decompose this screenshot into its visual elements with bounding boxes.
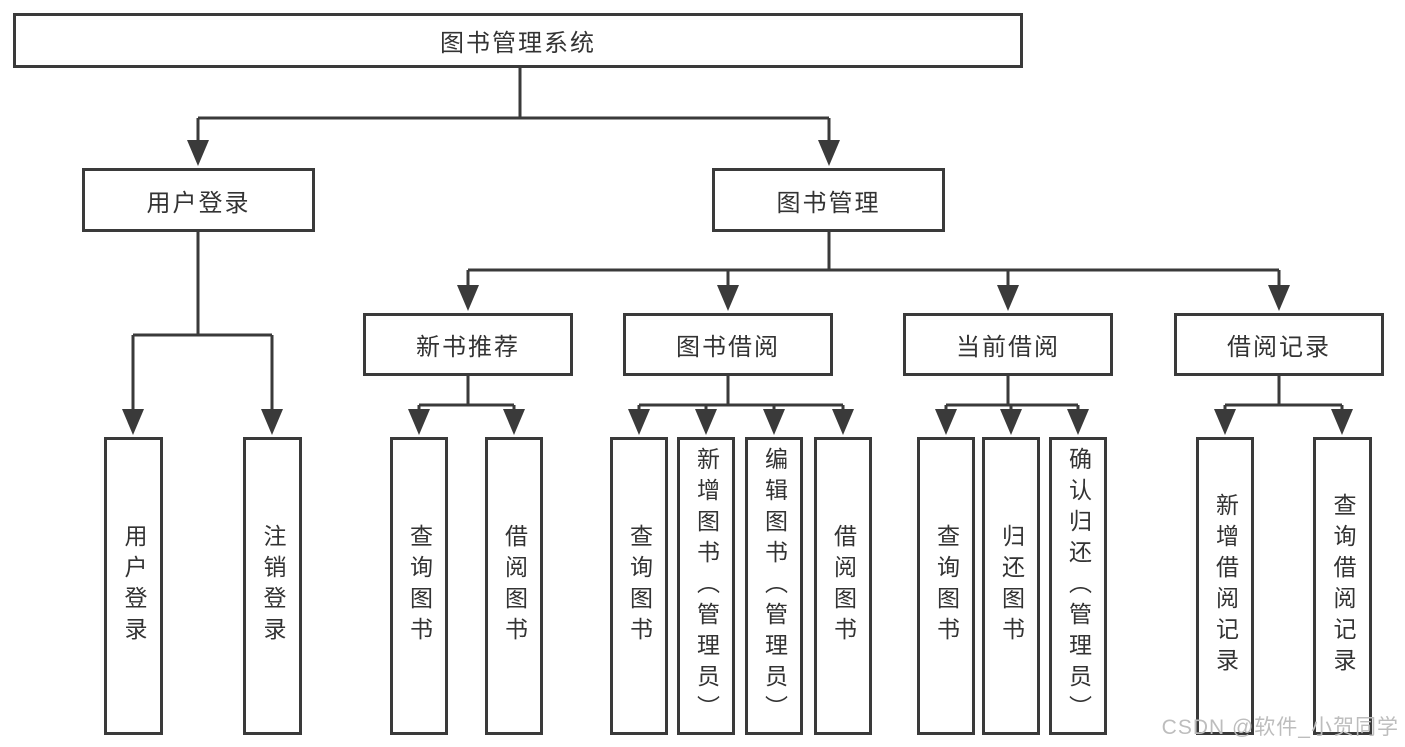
leaf-query-books-borrow: 查询图书 — [610, 437, 668, 735]
leaf-label: 编辑图书（管理员） — [761, 446, 788, 726]
leaf-label: 注销登录 — [260, 524, 286, 648]
leaf-label: 查询图书 — [406, 524, 433, 648]
leaf-label: 查询图书 — [626, 524, 653, 648]
node-library-system: 图书管理系统 — [13, 13, 1023, 68]
csdn-watermark: CSDN @软件_小贺同学 — [1161, 716, 1399, 739]
leaf-query-books-current: 查询图书 — [917, 437, 975, 735]
leaf-add-borrow-record: 新增借阅记录 — [1196, 437, 1254, 735]
node-label: 图书管理系统 — [440, 30, 596, 57]
node-current-borrow: 当前借阅 — [903, 313, 1113, 376]
leaf-label: 查询借阅记录 — [1330, 493, 1356, 679]
leaf-edit-book-admin: 编辑图书（管理员） — [745, 437, 803, 735]
node-book-management: 图书管理 — [712, 168, 945, 232]
leaf-query-books-recommend: 查询图书 — [390, 437, 448, 735]
leaf-borrow-books-recommend: 借阅图书 — [485, 437, 543, 735]
leaf-label: 新增图书（管理员） — [693, 446, 720, 726]
leaf-label: 借阅图书 — [830, 524, 857, 648]
connector-segments — [131, 68, 1344, 411]
leaf-borrow-books: 借阅图书 — [814, 437, 872, 735]
leaf-user-login: 用户登录 — [104, 437, 163, 735]
leaf-query-borrow-record: 查询借阅记录 — [1313, 437, 1372, 735]
node-user-login: 用户登录 — [82, 168, 315, 232]
leaf-label: 借阅图书 — [501, 524, 528, 648]
node-label: 借阅记录 — [1227, 334, 1331, 361]
node-label: 当前借阅 — [956, 334, 1060, 361]
node-label: 用户登录 — [146, 189, 251, 217]
node-label: 图书管理 — [776, 189, 881, 217]
leaf-label: 归还图书 — [998, 524, 1025, 648]
node-label: 新书推荐 — [416, 334, 520, 361]
node-borrow-records: 借阅记录 — [1174, 313, 1384, 376]
node-book-borrow: 图书借阅 — [623, 313, 833, 376]
leaf-logout: 注销登录 — [243, 437, 302, 735]
leaf-label: 新增借阅记录 — [1212, 493, 1239, 679]
leaf-return-book: 归还图书 — [982, 437, 1040, 735]
arrowheads — [122, 140, 1353, 435]
leaf-label: 查询图书 — [933, 524, 960, 648]
leaf-label: 确认归还（管理员） — [1065, 446, 1092, 726]
leaf-add-book-admin: 新增图书（管理员） — [677, 437, 735, 735]
node-label: 图书借阅 — [676, 334, 780, 361]
node-new-book-recommend: 新书推荐 — [363, 313, 573, 376]
leaf-label: 用户登录 — [121, 524, 147, 648]
leaf-confirm-return-admin: 确认归还（管理员） — [1049, 437, 1107, 735]
